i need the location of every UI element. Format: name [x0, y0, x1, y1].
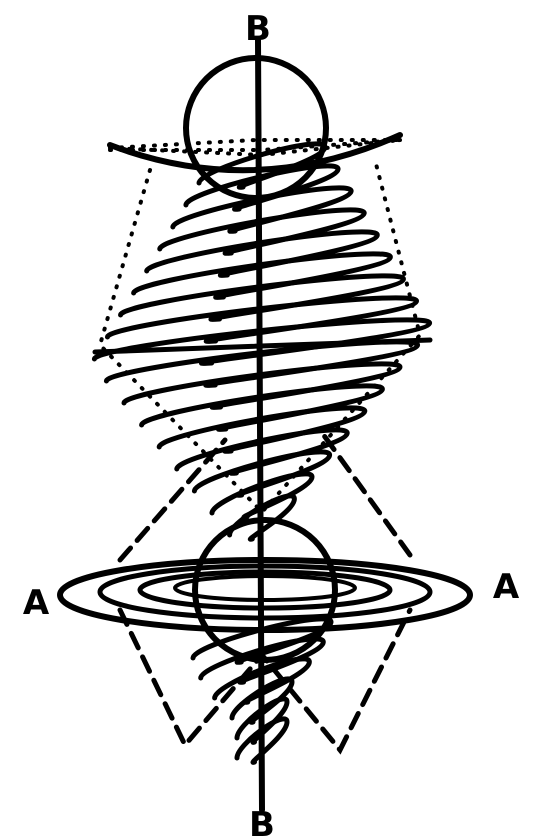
label-b-bottom: B: [249, 805, 275, 840]
label-a-right: A: [493, 567, 520, 607]
lower-dashed-cone-upper: [120, 430, 410, 560]
label-b-top: B: [245, 9, 271, 49]
equatorial-rings: [60, 560, 470, 630]
label-a-left: A: [23, 583, 50, 623]
